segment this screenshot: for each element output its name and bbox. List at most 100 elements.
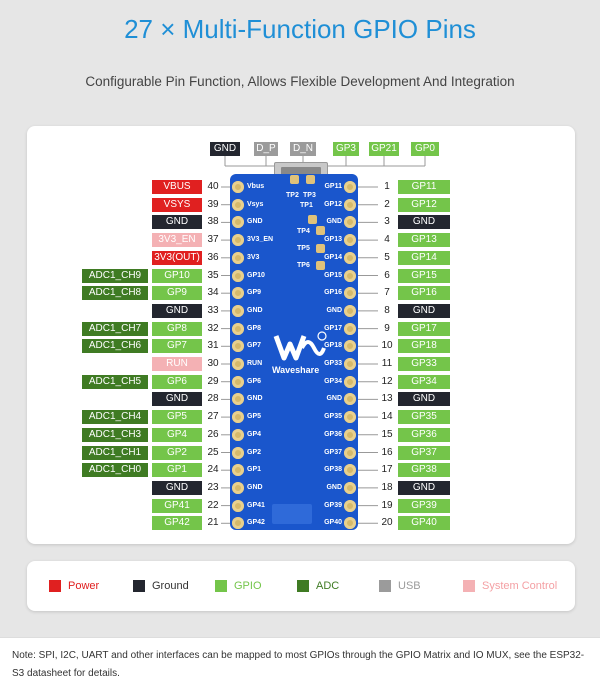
board-pad (344, 517, 356, 530)
board-pad (232, 481, 244, 494)
board-pad (232, 304, 244, 317)
pin-label: GND (398, 303, 450, 318)
pin-label: GP35 (398, 410, 450, 425)
pin-number: 34 (207, 287, 219, 299)
adc-label: ADC1_CH7 (82, 321, 148, 336)
pin-number: 14 (381, 411, 393, 423)
legend-swatch (463, 580, 475, 592)
board-pad (344, 464, 356, 477)
pin-number: 20 (381, 517, 393, 529)
pin-number: 12 (381, 375, 393, 387)
pin-label: GP10 (152, 268, 202, 283)
board-pad (232, 446, 244, 459)
pin-number: 32 (207, 322, 219, 334)
board-pin-label: GP12 (324, 200, 342, 208)
pin-label: GND (398, 480, 450, 495)
board-pin-label: GND (247, 483, 263, 491)
board-pad (344, 181, 356, 193)
pin-label: 3V3_EN (152, 233, 202, 248)
board-pin-label: GP8 (247, 324, 262, 332)
adc-label: ADC1_CH5 (82, 374, 148, 389)
pin-number: 15 (381, 428, 393, 440)
pin-number: 29 (207, 375, 219, 387)
pin-number: 28 (207, 393, 219, 405)
adc-label: ADC1_CH1 (82, 445, 148, 460)
pin-label: GP6 (152, 374, 202, 389)
board-pin-label: GP40 (324, 519, 342, 527)
antenna-chip (272, 504, 312, 524)
legend-label: Power (68, 580, 100, 592)
board-pad (232, 340, 244, 353)
pin-label: GP38 (398, 463, 450, 478)
pin-number: 10 (381, 340, 393, 352)
test-point-pad (316, 226, 325, 235)
board-pad (232, 234, 244, 247)
legend-swatch (297, 580, 309, 592)
pin-label: GP4 (152, 427, 202, 442)
pin-label: GP12 (398, 197, 450, 212)
pin-number: 22 (207, 499, 219, 511)
pin-number: 39 (207, 198, 219, 210)
pin-number: 25 (207, 446, 219, 458)
board-pin-label: GP39 (324, 501, 342, 509)
page-subtitle: Configurable Pin Function, Allows Flexib… (85, 74, 515, 89)
test-point-label: TP2 (286, 192, 299, 199)
adc-label: ADC1_CH4 (82, 410, 148, 425)
legend-swatch (379, 580, 391, 592)
board-pad (344, 358, 356, 370)
board-pad (232, 393, 244, 406)
pin-number: 17 (381, 464, 393, 476)
pin-label: GND (398, 215, 450, 230)
board-pin-label: GP10 (247, 271, 265, 279)
test-point-pad (316, 244, 325, 253)
legend-item: GPIO (215, 580, 262, 592)
board-pin-label: GP6 (247, 377, 262, 385)
legend-swatch (49, 580, 61, 592)
pin-number: 38 (207, 216, 219, 228)
test-point-pad (308, 215, 317, 224)
board-pad (344, 198, 356, 211)
pin-label: GP5 (152, 410, 202, 425)
board-pin-label: GND (326, 306, 342, 314)
top-pin-label: GP0 (411, 142, 439, 156)
pin-number: 35 (207, 269, 219, 281)
legend-label: System Control (482, 580, 558, 592)
board-pad (232, 251, 244, 264)
pin-label: GND (398, 392, 450, 407)
board-pad (232, 411, 244, 424)
pin-label: VBUS (152, 180, 202, 194)
board-pad (344, 234, 356, 247)
legend-label: GPIO (234, 580, 262, 592)
pin-number: 9 (384, 322, 390, 334)
legend-item: Power (49, 580, 99, 592)
pin-label: GND (152, 392, 202, 407)
pin-label: GP15 (398, 268, 450, 283)
pin-label: GP16 (398, 286, 450, 301)
pin-label: GP13 (398, 233, 450, 248)
board-pad (344, 481, 356, 494)
pin-number: 8 (384, 304, 390, 316)
board-pad (344, 287, 356, 300)
board-pin-label: GP37 (324, 448, 342, 456)
pin-label: GP17 (398, 321, 450, 336)
legend-item: ADC (297, 580, 339, 592)
board-pin-label: GND (326, 395, 342, 403)
board-pin-label: GND (326, 483, 342, 491)
pin-number: 11 (381, 358, 393, 369)
board-pad (344, 216, 356, 229)
board-pin-label: 3V3 (247, 253, 260, 261)
pin-number: 36 (207, 251, 219, 263)
board-pin-label: GP1 (247, 466, 262, 474)
pin-number: 13 (381, 393, 393, 405)
top-pin-label: GP21 (369, 142, 399, 156)
pin-label: GP9 (152, 286, 202, 301)
brand-label: Waveshare (272, 365, 320, 375)
top-pin-label: D_P (254, 142, 278, 156)
test-point-label: TP1 (300, 202, 313, 209)
pin-number: 37 (207, 234, 219, 246)
adc-label: ADC1_CH3 (82, 427, 148, 442)
pin-number: 26 (207, 428, 219, 440)
test-point-pad (306, 175, 315, 184)
pin-label: GP11 (398, 180, 450, 194)
